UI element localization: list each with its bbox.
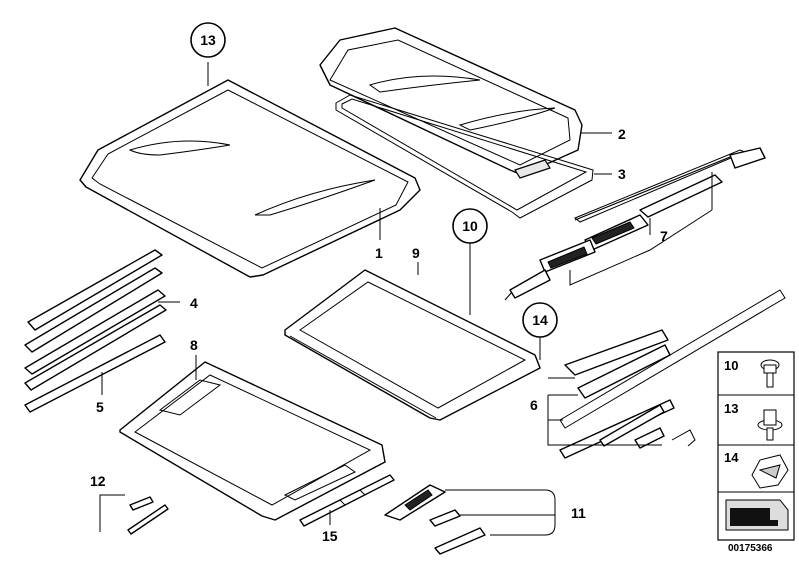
circle-label-14: 14 [532,312,548,328]
sealant-strip-icon [725,499,789,531]
part-7-guide-rail [504,147,766,301]
screw-icon [760,359,780,388]
part-12-clips [127,496,169,535]
label-5: 5 [96,399,104,415]
legend-number-13: 13 [724,401,738,416]
label-2: 2 [618,126,626,142]
label-11: 11 [571,505,586,521]
circle-label-13: 13 [200,32,216,48]
reference-number: 00175366 [728,543,773,554]
label-7: 7 [660,228,668,244]
bolt-washer-icon [757,409,783,441]
label-8: 8 [190,337,198,353]
part-8-sunshade [119,361,386,521]
part-15-slider-rail [299,474,395,527]
part-2-glass-lid [319,27,583,179]
legend-number-14: 14 [724,450,739,465]
part-11-sliders [384,484,486,555]
legend-number-10: 10 [724,358,738,373]
part-9-frame [284,269,541,421]
label-4: 4 [190,295,198,311]
label-15: 15 [322,528,338,544]
part-6-mechanism [559,289,786,459]
fastener-legend: 10 13 14 [717,351,795,541]
label-9: 9 [412,245,420,261]
circle-label-10: 10 [462,218,478,234]
circle-callout-14: 14 [522,302,558,338]
part-13-headliner-panel [79,79,421,278]
clip-icon [751,454,789,489]
part-4-deflector-strips [24,249,167,391]
label-3: 3 [618,166,626,182]
label-1: 1 [375,245,383,261]
label-6: 6 [530,397,538,413]
part-5-bar [24,334,166,413]
circle-callout-13: 13 [190,22,226,58]
label-12: 12 [90,473,106,489]
circle-callout-10: 10 [452,208,488,244]
part-3-seal [335,94,594,219]
